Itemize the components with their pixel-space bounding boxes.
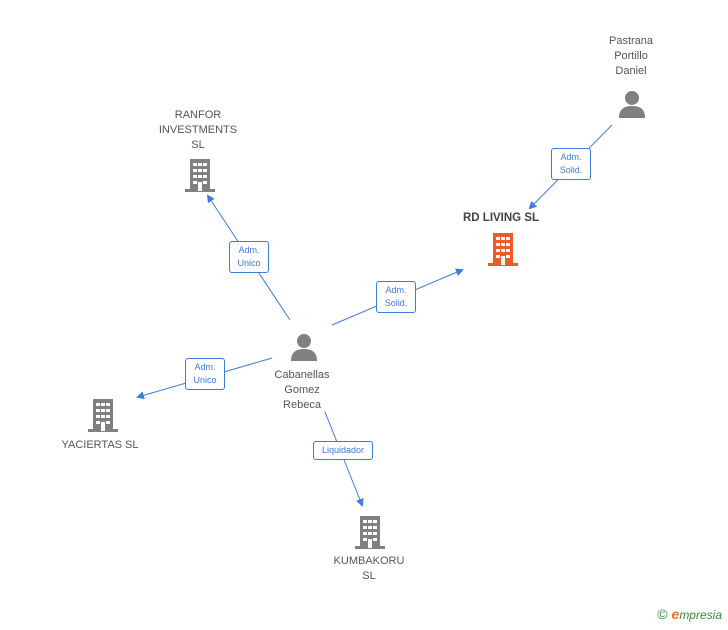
brand-name: mpresia xyxy=(679,608,722,622)
node-label-rdliving: RD LIVING SL xyxy=(462,212,540,224)
person-icon[interactable] xyxy=(289,332,319,362)
node-label-pastrana: Pastrana Portillo Daniel xyxy=(608,35,654,77)
building-icon[interactable] xyxy=(185,157,215,193)
node-label-kumbakoru: KUMBAKORU SL xyxy=(333,555,405,582)
building-icon[interactable] xyxy=(488,231,518,267)
edge-label-cabanellas-rdliving: Adm. Solid. xyxy=(376,281,416,313)
brand-initial: e xyxy=(671,606,680,622)
person-icon[interactable] xyxy=(617,89,647,119)
building-icon[interactable] xyxy=(355,514,385,550)
edge-label-cabanellas-ranfor: Adm. Unico xyxy=(229,241,269,273)
node-label-yaciertas: YACIERTAS SL xyxy=(61,439,139,451)
building-icon[interactable] xyxy=(88,397,118,433)
node-label-ranfor: RANFOR INVESTMENTS SL xyxy=(158,109,238,151)
copyright-icon: © xyxy=(657,606,668,622)
node-label-cabanellas: Cabanellas Gomez Rebeca xyxy=(274,369,330,411)
edge-label-cabanellas-yaciertas: Adm. Unico xyxy=(185,358,225,390)
edge-label-cabanellas-kumbakoru: Liquidador xyxy=(313,441,373,460)
edge-label-pastrana-rdliving: Adm. Solid. xyxy=(551,148,591,180)
empresia-logo: ©empresia xyxy=(657,606,722,622)
